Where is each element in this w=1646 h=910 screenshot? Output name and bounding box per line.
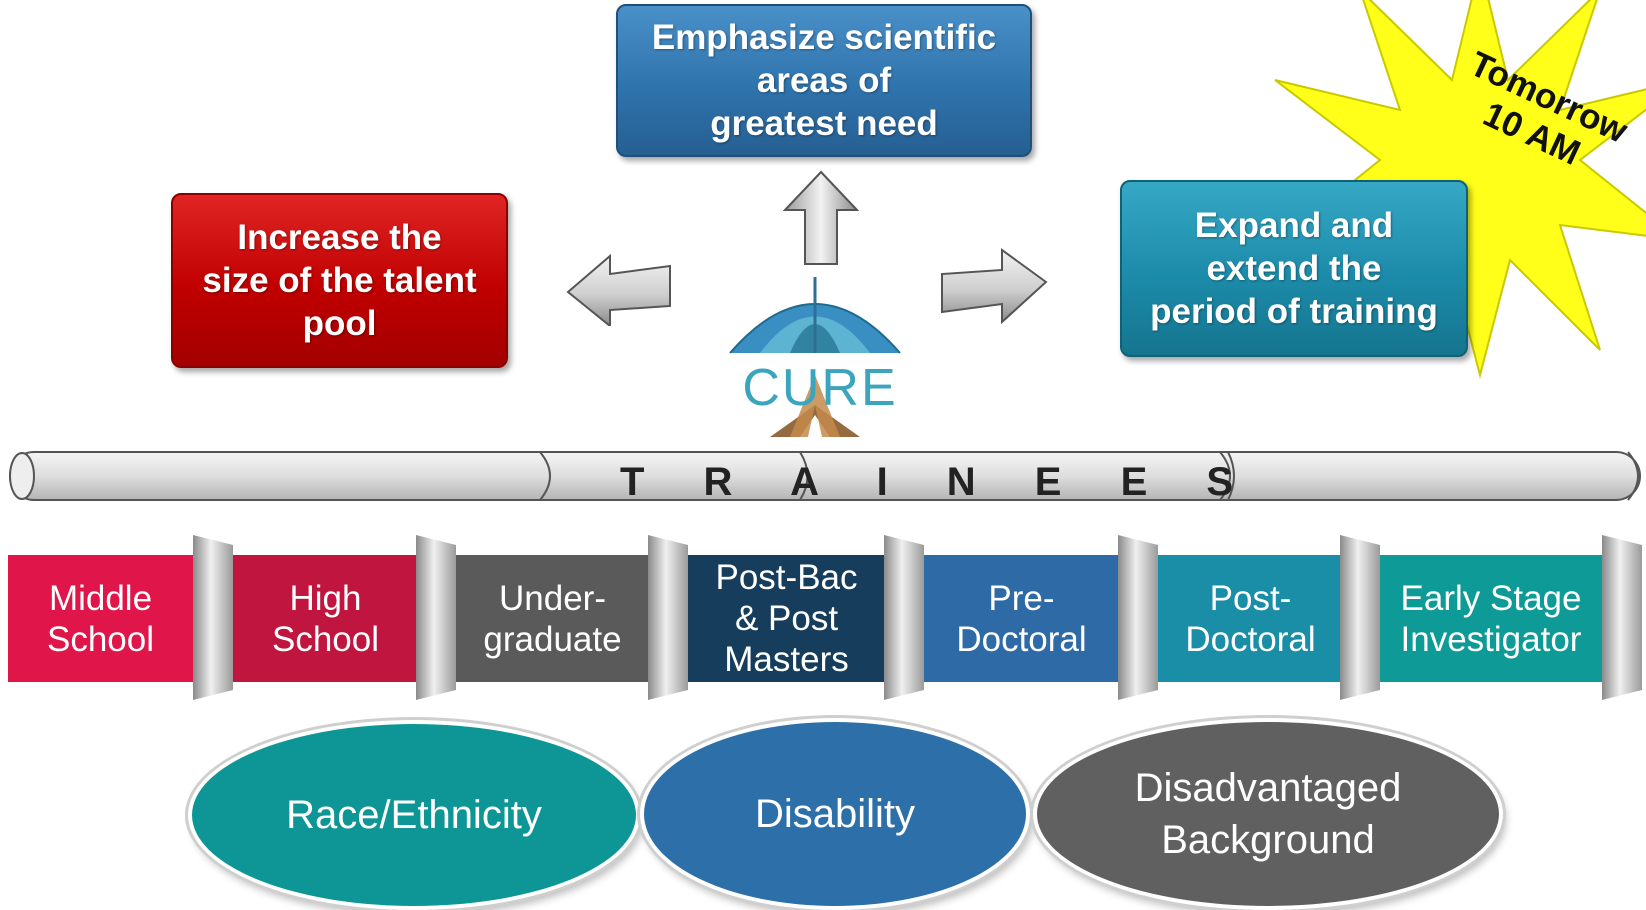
arrow-left-icon [566, 253, 671, 326]
arrow-right-icon [941, 248, 1048, 324]
arrow-up-icon [783, 170, 859, 265]
stage-early-stage-investigator: Early Stage Investigator [1380, 555, 1602, 682]
stage-post-doctoral: Post- Doctoral [1158, 555, 1343, 682]
stage-pre-doctoral: Pre- Doctoral [924, 555, 1119, 682]
stage-post-bac: Post-Bac & Post Masters [688, 555, 885, 682]
umbrella-icon [729, 277, 901, 437]
goal-box-scientific-areas: Emphasize scientific areas of greatest n… [616, 4, 1032, 157]
stage-undergraduate: Under- graduate [455, 555, 650, 682]
stage-high-school: High School [233, 555, 418, 682]
pipe-connector [416, 535, 456, 700]
pipe-connector [648, 535, 688, 700]
pipe-connector [193, 535, 233, 700]
pipe-connector [884, 535, 924, 700]
trainees-label: T R A I N E E S [620, 460, 1258, 504]
pipe-connector [1602, 535, 1642, 700]
pipe-connector [1118, 535, 1158, 700]
goal-box-training-period: Expand and extend the period of training [1120, 180, 1468, 357]
category-disadvantaged-background: Disadvantaged Background [1033, 718, 1503, 910]
goal-box-talent-pool: Increase the size of the talent pool [171, 193, 508, 368]
cure-logo-text: CURE [742, 359, 898, 417]
pipe-connector [1340, 535, 1380, 700]
trainees-pipe [9, 451, 1641, 501]
category-disability: Disability [640, 718, 1030, 910]
category-race-ethnicity: Race/Ethnicity [188, 720, 640, 910]
stage-middle-school: Middle School [8, 555, 193, 682]
